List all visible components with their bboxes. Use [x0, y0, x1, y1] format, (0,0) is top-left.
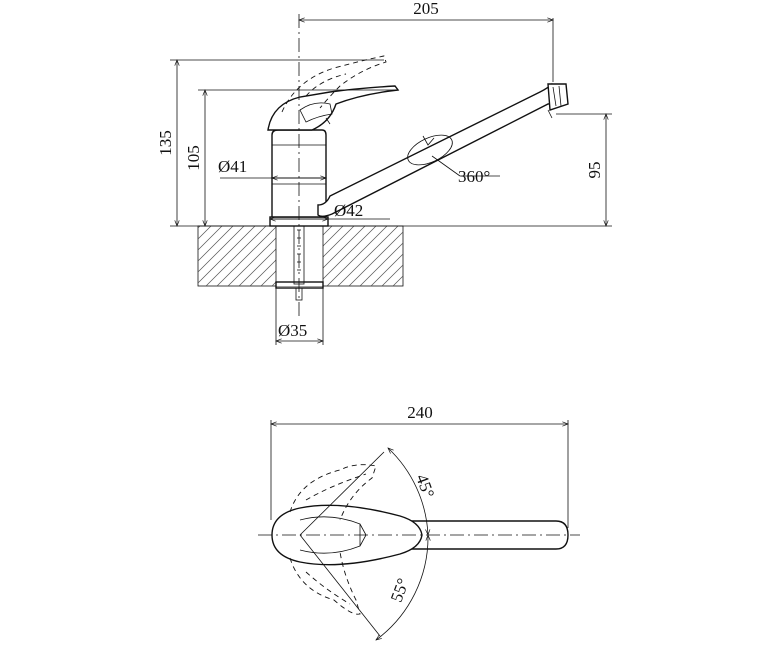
- dim-base-diameter-label: Ø42: [334, 201, 363, 220]
- rotation-label: 360°: [458, 167, 490, 186]
- angle-arc-55: [376, 535, 428, 640]
- dim-body-diameter: Ø41: [218, 157, 326, 178]
- hatch-line: [348, 231, 403, 286]
- lever-handle: [267, 85, 400, 131]
- hatch-line: [448, 226, 508, 286]
- dim-body-diameter-label: Ø41: [218, 157, 247, 176]
- hatch-line: [198, 226, 201, 229]
- dim-205: 205: [299, 0, 553, 82]
- spout: [317, 83, 569, 217]
- hatch-line: [381, 264, 403, 286]
- dim-95: 95: [556, 114, 612, 226]
- hatch-line: [370, 253, 403, 286]
- hatch-line: [198, 226, 212, 240]
- angle-arc-45: [388, 448, 428, 535]
- hatch-line: [415, 226, 475, 286]
- side-view: 205 135 105 95 Ø41 Ø: [156, 0, 612, 345]
- dim-135: 135: [156, 60, 384, 226]
- hatch-line: [392, 275, 403, 286]
- hatch-line: [404, 226, 464, 286]
- dim-mount-diameter-label: Ø35: [278, 321, 307, 340]
- dim-mount-diameter: Ø35: [276, 288, 323, 345]
- dim-95-label: 95: [585, 162, 604, 179]
- hatch-line: [198, 226, 256, 284]
- lever-raised-position: [281, 55, 387, 113]
- hatch-line: [437, 226, 497, 286]
- hatch-line: [198, 226, 223, 251]
- angle-ray-45: [299, 451, 385, 536]
- hatch-line: [198, 226, 245, 273]
- hatch-line: [459, 226, 519, 286]
- dim-105: 105: [184, 90, 398, 226]
- hatch-line: [426, 226, 486, 286]
- hatch-line: [337, 226, 399, 286]
- angle-55-label: 55°: [387, 576, 413, 605]
- hatch-line: [326, 226, 388, 286]
- hatch-line: [359, 242, 403, 286]
- dim-240: 240: [271, 403, 568, 528]
- dim-240-label: 240: [407, 403, 433, 422]
- rotation-callout: 360°: [431, 155, 500, 186]
- dim-105-label: 105: [184, 145, 203, 171]
- hatch-line: [205, 226, 267, 286]
- dim-135-label: 135: [156, 130, 175, 156]
- dim-205-label: 205: [413, 0, 439, 18]
- hatch-line: [216, 226, 278, 286]
- countertop-section: [170, 225, 612, 287]
- hatch-line: [315, 226, 377, 286]
- angle-ray-55: [299, 534, 381, 637]
- angle-45-label: 45°: [412, 472, 438, 501]
- top-view: 240 45° 55°: [258, 403, 580, 640]
- hatch-line: [198, 226, 234, 262]
- dim-base-diameter: Ø42: [270, 201, 390, 220]
